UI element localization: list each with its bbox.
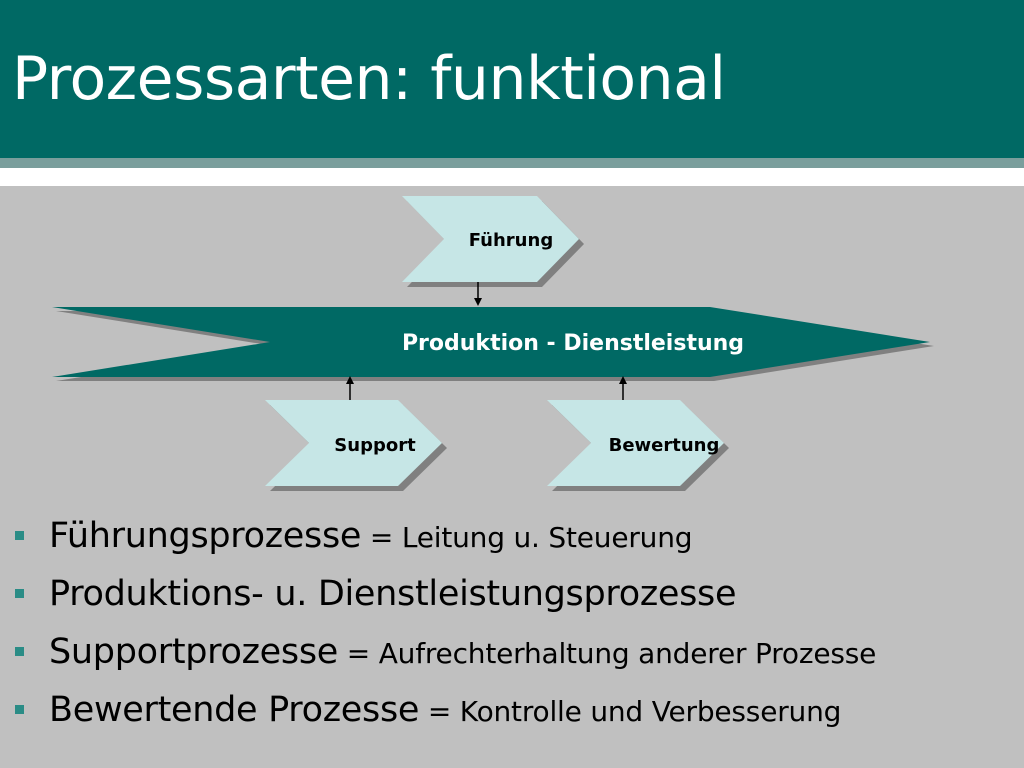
support-chevron: Support xyxy=(265,400,447,491)
bewertung-chevron: Bewertung xyxy=(547,400,729,491)
bullet-rest: = Kontrolle und Verbesserung xyxy=(419,695,842,728)
arrowhead-down xyxy=(474,298,482,306)
produktion-arrow: Produktion - Dienstleistung xyxy=(52,307,934,381)
bullet-main: Supportprozesse xyxy=(49,632,339,672)
bullet-square-icon xyxy=(15,705,24,714)
bullet-item-fuehrung: Führungsprozesse = Leitung u. Steuerung xyxy=(0,512,1024,570)
bullet-text: Bewertende Prozesse = Kontrolle und Verb… xyxy=(49,690,841,730)
fuehrung-chevron: Führung xyxy=(402,196,584,287)
slide-title: Prozessarten: funktional xyxy=(12,44,726,114)
fuehrung-label: Führung xyxy=(469,230,553,251)
bewertung-label: Bewertung xyxy=(609,435,720,456)
bullet-rest: = Aufrechterhaltung anderer Prozesse xyxy=(338,637,877,670)
title-bar-shadow xyxy=(0,158,1024,168)
bullet-item-produktion: Produktions- u. Dienstleistungsprozesse xyxy=(0,570,1024,628)
bullet-main: Produktions- u. Dienstleistungsprozesse xyxy=(49,574,737,614)
bullet-item-support: Supportprozesse = Aufrechterhaltung ande… xyxy=(0,628,1024,686)
title-bar xyxy=(0,0,1024,158)
bullet-text: Produktions- u. Dienstleistungsprozesse xyxy=(49,574,737,614)
arrowhead-up-support xyxy=(346,376,354,384)
produktion-label: Produktion - Dienstleistung xyxy=(402,331,744,356)
bullet-item-bewertung: Bewertende Prozesse = Kontrolle und Verb… xyxy=(0,686,1024,744)
bullet-square-icon xyxy=(15,531,24,540)
support-label: Support xyxy=(334,435,416,456)
bullet-list: Führungsprozesse = Leitung u. Steuerung … xyxy=(0,512,1024,744)
arrowhead-up-bewertung xyxy=(619,376,627,384)
process-diagram: Führung Produktion - Dienstleistung Supp… xyxy=(52,196,934,491)
bullet-main: Führungsprozesse xyxy=(49,516,362,556)
bullet-text: Supportprozesse = Aufrechterhaltung ande… xyxy=(49,632,876,672)
bullet-text: Führungsprozesse = Leitung u. Steuerung xyxy=(49,516,693,556)
bullet-square-icon xyxy=(15,589,24,598)
bullet-main: Bewertende Prozesse xyxy=(49,690,420,730)
bullet-square-icon xyxy=(15,647,24,656)
divider-band xyxy=(0,168,1024,186)
bullet-rest: = Leitung u. Steuerung xyxy=(361,521,693,554)
